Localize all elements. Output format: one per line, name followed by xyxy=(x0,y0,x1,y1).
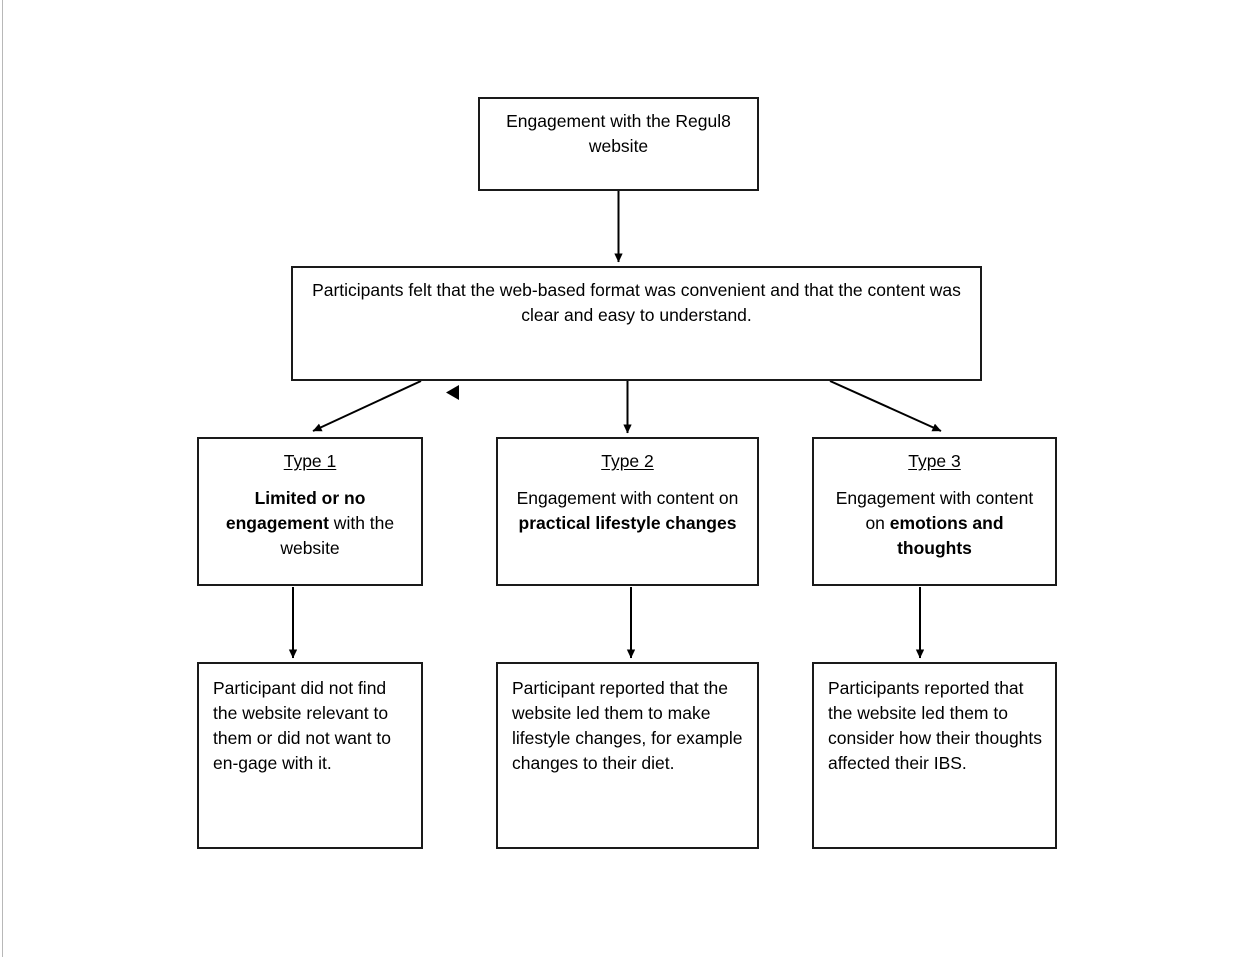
node-type-2-body: Type 2 Engagement with content on practi… xyxy=(498,439,757,536)
connector-summary-to-type-1 xyxy=(312,380,422,432)
node-summary-text: Participants felt that the web-based for… xyxy=(312,280,961,325)
node-outcome-3[interactable]: Participants reported that the website l… xyxy=(812,662,1057,849)
node-type-2-text-lead: Engagement with content on xyxy=(516,487,739,508)
node-type-3-text: Engagement with content on emotions and … xyxy=(826,486,1043,561)
node-type-2-text-bold: practical lifestyle changes xyxy=(518,512,737,533)
node-type-3-heading: Type 3 xyxy=(908,451,961,471)
node-type-3-text-bold: emotions and thoughts xyxy=(889,512,1004,558)
node-type-1-body: Type 1 Limited or no engagement with the… xyxy=(199,439,421,560)
node-type-3[interactable]: Type 3 Engagement with content on emotio… xyxy=(812,437,1057,586)
node-type-1-text-bold: Limited or no engagement xyxy=(225,487,366,533)
connector-summary-to-type-3 xyxy=(829,380,942,432)
node-type-3-body: Type 3 Engagement with content on emotio… xyxy=(814,439,1055,560)
node-outcome-1[interactable]: Participant did not find the website rel… xyxy=(197,662,423,849)
node-type-2-heading: Type 2 xyxy=(601,451,654,471)
node-type-1-text-tail: with the website xyxy=(280,512,395,558)
node-outcome-3-text: Participants reported that the website l… xyxy=(828,678,1043,773)
node-type-2[interactable]: Type 2 Engagement with content on practi… xyxy=(496,437,759,586)
stray-arrowhead-icon xyxy=(446,385,459,400)
node-root-text: Engagement with the Regul8 website xyxy=(506,111,731,156)
node-type-1[interactable]: Type 1 Limited or no engagement with the… xyxy=(197,437,423,586)
page-edge-rule xyxy=(2,0,3,957)
node-type-1-heading: Type 1 xyxy=(283,451,337,471)
node-type-1-text: Limited or no engagement with the websit… xyxy=(211,486,409,561)
node-outcome-1-text: Participant did not find the website rel… xyxy=(213,678,392,773)
node-type-2-text: Engagement with content on practical lif… xyxy=(510,486,745,536)
node-root[interactable]: Engagement with the Regul8 website xyxy=(478,97,759,191)
node-type-3-text-lead: Engagement with content on xyxy=(835,487,1034,533)
node-summary[interactable]: Participants felt that the web-based for… xyxy=(291,266,982,381)
node-outcome-2-text: Participant reported that the website le… xyxy=(512,678,743,773)
node-outcome-2[interactable]: Participant reported that the website le… xyxy=(496,662,759,849)
